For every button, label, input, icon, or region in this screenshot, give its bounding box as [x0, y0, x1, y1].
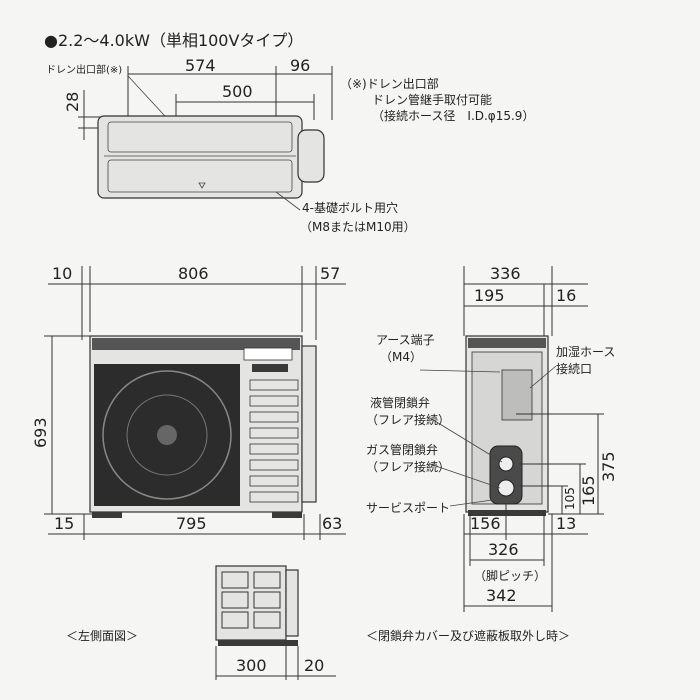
- top-view: ドレン出口部(※) 574 96 500 28 4-基礎ボルト用穴 （M8または…: [46, 56, 534, 234]
- earth-terminal-spec: （M4）: [380, 350, 422, 364]
- dim-16: 16: [556, 286, 576, 305]
- earth-leader: [419, 369, 501, 373]
- dim-195: 195: [474, 286, 505, 305]
- dim-693: 693: [31, 417, 50, 448]
- gas-valve: [497, 479, 515, 497]
- gas-valve-label: ガス管閉鎖弁: [366, 442, 438, 457]
- humid-hose-label: 加湿ホース: [556, 344, 615, 359]
- dim-336: 336: [490, 264, 521, 283]
- liquid-valve-label: 液管閉鎖弁: [370, 395, 430, 410]
- top-view-body: [97, 115, 303, 199]
- dim-165: 165: [579, 475, 598, 506]
- dim-105: 105: [563, 487, 577, 510]
- dim-326: 326: [488, 540, 519, 559]
- left-view-caption: ＜左側面図＞: [66, 628, 138, 643]
- liquid-valve-spec: （フレア接続）: [366, 412, 450, 427]
- side-view: 336 195 16 アース端子 （M4） 液管閉鎖弁 （フレア接続） ガス管閉…: [366, 264, 618, 643]
- dim-500: 500: [222, 82, 253, 101]
- note-line-3: （接続ホース径 I.D.φ15.9）: [372, 108, 534, 123]
- gas-valve-spec: （フレア接続）: [366, 459, 450, 474]
- left-side-body: [215, 565, 287, 641]
- humid-leader: [529, 365, 557, 389]
- dim-63: 63: [322, 514, 342, 533]
- side-foot: [468, 510, 546, 516]
- dim-20: 20: [304, 656, 324, 675]
- dim-574: 574: [185, 56, 216, 75]
- left-side-view: 300 20 ＜左側面図＞: [66, 565, 336, 680]
- dim-156: 156: [470, 514, 501, 533]
- fan-ring: [102, 370, 232, 500]
- service-leader: [449, 499, 493, 507]
- dim-795: 795: [176, 514, 207, 533]
- fan-ring-inner: [126, 394, 208, 476]
- dim-806: 806: [178, 264, 209, 283]
- note-line-1: （※)ドレン出口部: [340, 76, 439, 91]
- front-foot-right: [272, 512, 302, 518]
- note-line-2: ドレン管継手取付可能: [372, 92, 492, 107]
- left-side-grille: [221, 571, 281, 629]
- side-louvres: [249, 379, 299, 503]
- top-view-valve-cover: [297, 129, 325, 183]
- dim-375: 375: [599, 451, 618, 482]
- bolt-hole-spec: （M8またはM10用）: [300, 220, 416, 234]
- drain-mark: [198, 182, 206, 189]
- dim-10: 10: [52, 264, 72, 283]
- side-top-strip: [468, 338, 546, 348]
- dim-13: 13: [556, 514, 576, 533]
- liquid-valve: [498, 456, 514, 472]
- drain-outlet-label: ドレン出口部(※): [46, 63, 122, 76]
- left-side-cover: [285, 569, 299, 637]
- fan-hub: [157, 425, 177, 445]
- leg-pitch-label: （脚ピッチ）: [474, 568, 546, 583]
- service-port-label: サービスポート: [366, 501, 450, 515]
- bolt-hole-label: 4-基礎ボルト用穴: [302, 200, 398, 215]
- brand-label: [243, 347, 293, 361]
- header-title: ●2.2～4.0kW（単相100Vタイプ）: [44, 31, 303, 50]
- liquid-leader: [429, 417, 503, 463]
- humid-hose-port: 接続口: [556, 361, 592, 376]
- logo-plate: [252, 364, 288, 372]
- dim-300: 300: [236, 656, 267, 675]
- side-view-caption: ＜閉鎖弁カバー及び遮蔽板取外し時＞: [366, 628, 570, 643]
- front-foot-left: [92, 512, 122, 518]
- earth-terminal-label: アース端子: [376, 333, 435, 347]
- dim-15: 15: [54, 514, 74, 533]
- front-side-cover: [301, 345, 317, 503]
- dim-28: 28: [63, 92, 82, 112]
- left-side-foot: [218, 640, 298, 646]
- dim-342: 342: [486, 586, 517, 605]
- front-view: 10 806 57 693: [31, 264, 346, 540]
- dim-96: 96: [290, 56, 310, 75]
- terminal-block: [501, 369, 533, 421]
- gas-leader: [429, 463, 501, 489]
- top-view-panel: [107, 121, 293, 153]
- bolt-leader-line: [275, 191, 301, 211]
- front-top-strip: [92, 338, 300, 350]
- dim-57: 57: [320, 264, 340, 283]
- top-view-panel: [107, 159, 293, 193]
